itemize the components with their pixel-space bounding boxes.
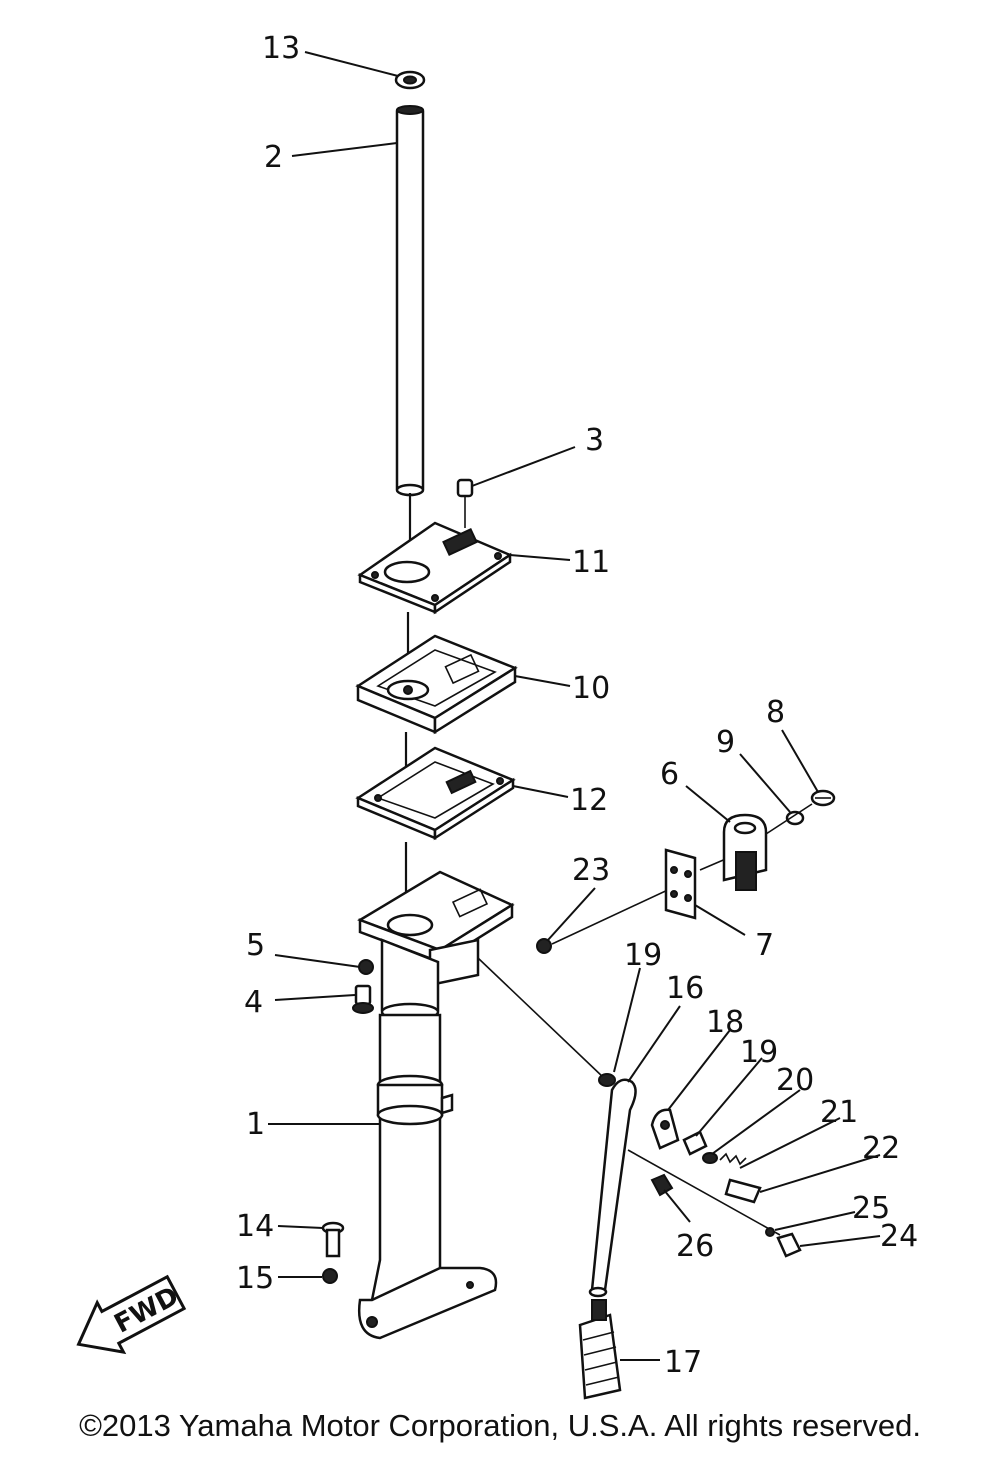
callout-13: 13	[262, 31, 300, 66]
assembly-line-6-8	[765, 803, 813, 835]
part-8-screw	[810, 789, 836, 807]
callout-1: 1	[246, 1107, 265, 1142]
callout-labels: 13 2 3 11 10 8 9 6 12 23 7 5 19 4 16 18 …	[236, 31, 918, 1380]
part-10-plate	[355, 634, 518, 735]
callout-18: 18	[706, 1005, 744, 1040]
part-12-gasket	[355, 746, 516, 841]
part-19-clip-upper	[598, 1073, 616, 1087]
part-24-screw	[776, 1232, 802, 1258]
callout-5: 5	[246, 928, 265, 963]
part-7-plate	[664, 848, 697, 920]
callout-14: 14	[236, 1209, 274, 1244]
callout-6: 6	[660, 757, 679, 792]
part-19-clip-lower	[682, 1130, 708, 1156]
part-26-nut	[650, 1173, 674, 1197]
callout-19b: 19	[740, 1035, 778, 1070]
part-22-pin	[724, 1178, 762, 1204]
part-6-bracket	[722, 813, 768, 891]
callout-2: 2	[264, 140, 283, 175]
part-9-washer	[785, 810, 805, 826]
callout-19a: 19	[624, 938, 662, 973]
part-11-plate	[357, 521, 513, 615]
part-17-grommet	[578, 1299, 622, 1400]
part-21-spring	[719, 1152, 747, 1166]
callout-20: 20	[776, 1063, 814, 1098]
part-15-nut	[322, 1268, 338, 1284]
fwd-arrow: FWD	[76, 1274, 187, 1355]
callout-23: 23	[572, 853, 610, 888]
part-14-bolt	[321, 1221, 345, 1258]
callout-24: 24	[880, 1219, 918, 1254]
callout-12: 12	[570, 783, 608, 818]
part-13-washer	[394, 70, 426, 90]
part-2-tube	[395, 105, 425, 497]
assembly-line-23-7	[551, 887, 673, 945]
callout-3: 3	[585, 423, 604, 458]
callout-25: 25	[852, 1191, 890, 1226]
part-18-lever	[650, 1108, 680, 1150]
callout-11: 11	[572, 545, 610, 580]
callout-10: 10	[572, 671, 610, 706]
callout-22: 22	[862, 1131, 900, 1166]
part-20-washer	[702, 1152, 718, 1164]
callout-17: 17	[664, 1345, 702, 1380]
part-4-bolt	[352, 984, 374, 1014]
callout-15: 15	[236, 1261, 274, 1296]
part-25-washer	[765, 1227, 775, 1237]
callout-4: 4	[244, 985, 263, 1020]
part-3-bolt	[456, 478, 474, 528]
callout-26: 26	[676, 1229, 714, 1264]
part-16-shift-rod	[588, 1078, 637, 1298]
copyright-notice: ©2013 Yamaha Motor Corporation, U.S.A. A…	[79, 1408, 921, 1443]
callout-7: 7	[755, 928, 774, 963]
callout-21: 21	[820, 1095, 858, 1130]
leader-lines	[268, 51, 881, 1361]
part-23-nut	[536, 938, 552, 954]
assembly-line-boss-19	[477, 957, 605, 1079]
part-1-housing	[357, 870, 515, 1340]
callout-8: 8	[766, 695, 785, 730]
part-5-nut	[358, 959, 374, 975]
callout-9: 9	[716, 725, 735, 760]
callout-16: 16	[666, 971, 704, 1006]
assembly-line-rod	[627, 1149, 781, 1236]
